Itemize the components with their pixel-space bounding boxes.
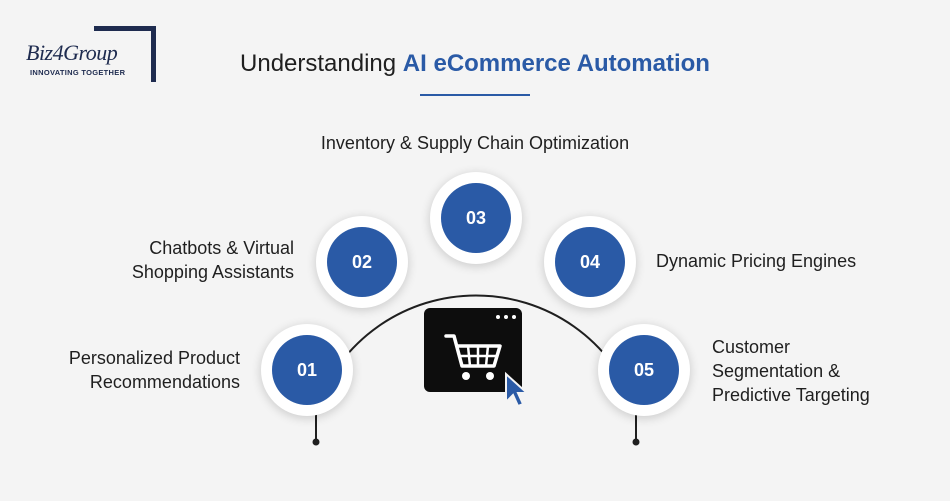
logo-frame bbox=[94, 26, 156, 82]
logo-tagline: INNOVATING TOGETHER bbox=[30, 68, 126, 77]
step-label-02: Chatbots & Virtual Shopping Assistants bbox=[131, 238, 294, 282]
step-number-05: 05 bbox=[609, 335, 679, 405]
step-number-01: 01 bbox=[272, 335, 342, 405]
step-number-04: 04 bbox=[555, 227, 625, 297]
page-title: Understanding AI eCommerce Automation bbox=[0, 50, 950, 78]
step-label-05: Customer Segmentation & Predictive Targe… bbox=[712, 337, 870, 405]
shopping-cart-browser-icon bbox=[424, 308, 530, 408]
logo-wordmark: Biz4Group bbox=[26, 40, 118, 65]
step-label-01: Personalized Product Recommendations bbox=[68, 348, 240, 392]
title-accent: AI eCommerce Automation bbox=[402, 50, 710, 77]
step-node-04: 04 bbox=[544, 216, 636, 308]
step-node-01: 01 bbox=[261, 324, 353, 416]
title-plain: Understanding bbox=[240, 50, 403, 77]
step-node-02: 02 bbox=[316, 216, 408, 308]
title-underline bbox=[420, 94, 530, 96]
step-label-04: Dynamic Pricing Engines bbox=[656, 251, 857, 271]
step-number-02: 02 bbox=[327, 227, 397, 297]
step-number-03: 03 bbox=[441, 183, 511, 253]
step-node-05: 05 bbox=[598, 324, 690, 416]
step-label-03: Inventory & Supply Chain Optimization bbox=[320, 133, 630, 153]
arc-end-right-dot bbox=[632, 438, 640, 446]
arc-end-left-dot bbox=[312, 438, 320, 446]
step-node-03: 03 bbox=[430, 172, 522, 264]
brand-logo: Biz4Group INNOVATING TOGETHER bbox=[22, 26, 158, 84]
